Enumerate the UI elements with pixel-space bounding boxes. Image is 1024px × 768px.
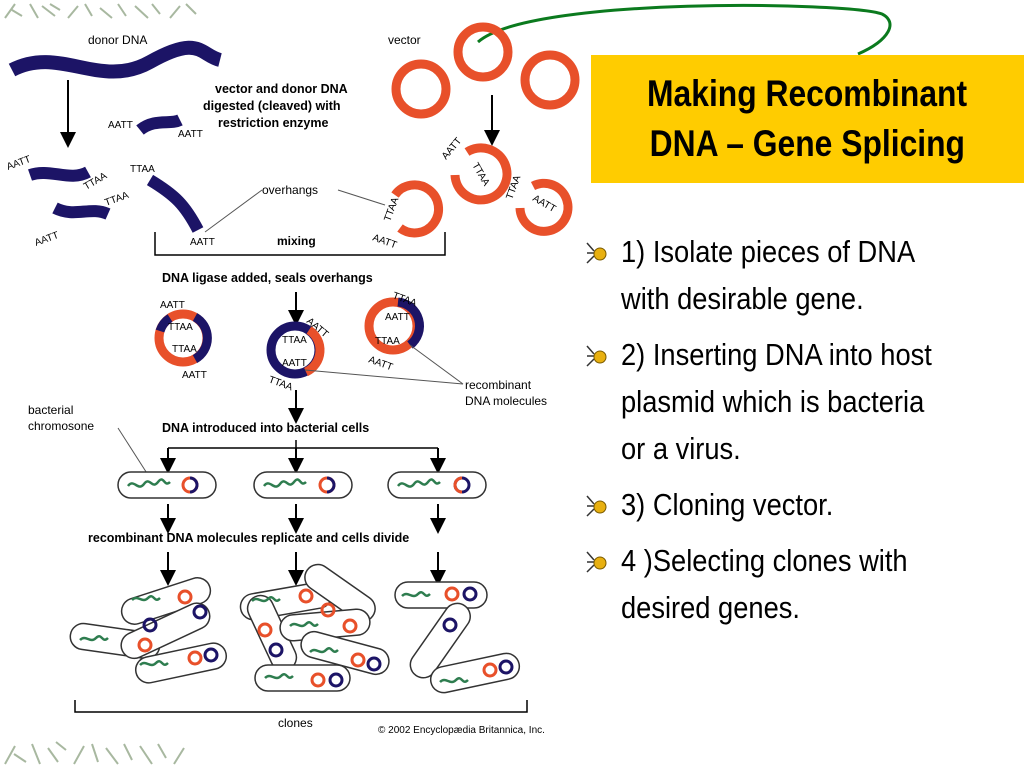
bullet-icon [586,242,607,264]
bacterial-cell [387,471,487,499]
vector-plasmid [520,50,580,110]
sequence-label: AATT [371,232,398,251]
vector-label: vector [388,33,421,47]
recombinant-plasmid [154,309,212,367]
digest-label-line-2: digested (cleaved) with [203,99,341,113]
bullet-text: desired genes. [621,590,800,625]
bullet-text: 3) Cloning vector. [621,487,834,522]
sequence-label: AATT [178,129,203,140]
bullet-icon [586,495,607,517]
cut-plasmid [515,178,573,236]
pointer-line [304,369,464,385]
recombinant-plasmid [266,321,325,379]
bacterial-cell [117,471,217,499]
recombinant-plasmid [364,297,424,355]
pointer-line [337,189,386,206]
sequence-label: AATT [282,358,307,369]
replicate-label: recombinant DNA molecules replicate and … [88,531,409,545]
sequence-label: TTAA [469,161,491,188]
sequence-label: TTAA [130,164,155,175]
clone-cells-group [69,577,228,684]
slide-title-line-1: Making Recombinant [647,73,968,114]
dna-fragment [146,174,204,233]
ligase-label: DNA ligase added, seals overhangs [162,271,373,285]
introduced-label: DNA introduced into bacterial cells [162,421,369,435]
bacterial-label-line-2: chromosone [28,419,94,433]
swoosh-decoration [477,3,892,56]
clones-bracket [74,700,528,713]
sequence-label: AATT [108,120,133,131]
slide-title-line-2: DNA – Gene Splicing [649,123,966,164]
sequence-label: AATT [190,237,215,248]
overhangs-label: overhangs [262,183,318,197]
sequence-label: TTAA [375,336,400,347]
pointer-line [117,427,151,479]
sequence-label: AATT [160,300,185,311]
bullet-icon [586,551,607,573]
copyright-text: © 2002 Encyclopædia Britannica, Inc. [378,725,545,736]
cut-plasmid [391,180,444,238]
bullet-icon [586,345,607,367]
bullet-text: 4 )Selecting clones with [621,543,908,578]
bullet-item: 1) Isolate pieces of DNA with desirable … [584,228,1014,322]
vine-decoration-bottom [4,741,185,765]
vine-decoration-top [4,3,197,19]
dna-fragment [52,202,111,220]
bullet-item: 3) Cloning vector. [584,481,1014,528]
bullet-text: or a virus. [621,431,741,466]
digest-label-line-1: vector and donor DNA [215,82,348,96]
sequence-label: AATT [440,136,464,162]
bullet-item: 2) Inserting DNA into host plasmid which… [584,331,1014,472]
donor-dna-label: donor DNA [88,33,147,47]
dna-fragment [28,166,91,182]
vector-plasmid [453,22,513,82]
sequence-label: AATT [182,370,207,381]
sequence-label: TTAA [282,335,307,346]
clone-cells-group [239,563,390,692]
vector-plasmid [391,59,451,119]
bullet-text: 2) Inserting DNA into host [621,337,932,372]
dna-fragment [136,114,183,135]
bacterial-label-line-1: bacterial [28,403,73,417]
branch-lines [168,440,438,449]
pointer-line [204,189,263,233]
bullet-text: 1) Isolate pieces of DNA [621,234,916,269]
sequence-label: AATT [33,230,60,249]
sequence-label: TTAA [103,190,130,209]
sequence-label: TTAA [168,322,193,333]
pointer-line [409,344,464,385]
digest-label-line-3: restriction enzyme [218,116,329,130]
cut-plasmid [450,143,512,205]
recombinant-label-line-2: DNA molecules [465,394,547,408]
bullet-item: 4 )Selecting clones with desired genes. [584,537,1014,631]
bullet-text: with desirable gene. [621,281,864,316]
clones-label: clones [278,716,313,730]
recombinant-label-line-1: recombinant [465,378,532,392]
sequence-label: AATT [531,193,558,215]
mixing-label: mixing [277,234,316,248]
mixing-bracket [154,232,446,256]
sequence-label: AATT [385,312,410,323]
sequence-label: AATT [367,354,394,373]
bullet-text: plasmid which is bacteria [621,384,925,419]
title-box: Making Recombinant DNA – Gene Splicing [591,55,1024,183]
bullet-list: 1) Isolate pieces of DNA with desirable … [584,228,1014,640]
sequence-label: TTAA [172,344,197,355]
recombinant-dna-diagram: donor DNA vector vector and donor DNA di… [5,22,580,736]
clone-cells-group [394,581,521,694]
donor-dna-strand [8,40,223,79]
bacterial-cell [253,471,353,499]
sequence-label: TTAA [382,196,401,223]
